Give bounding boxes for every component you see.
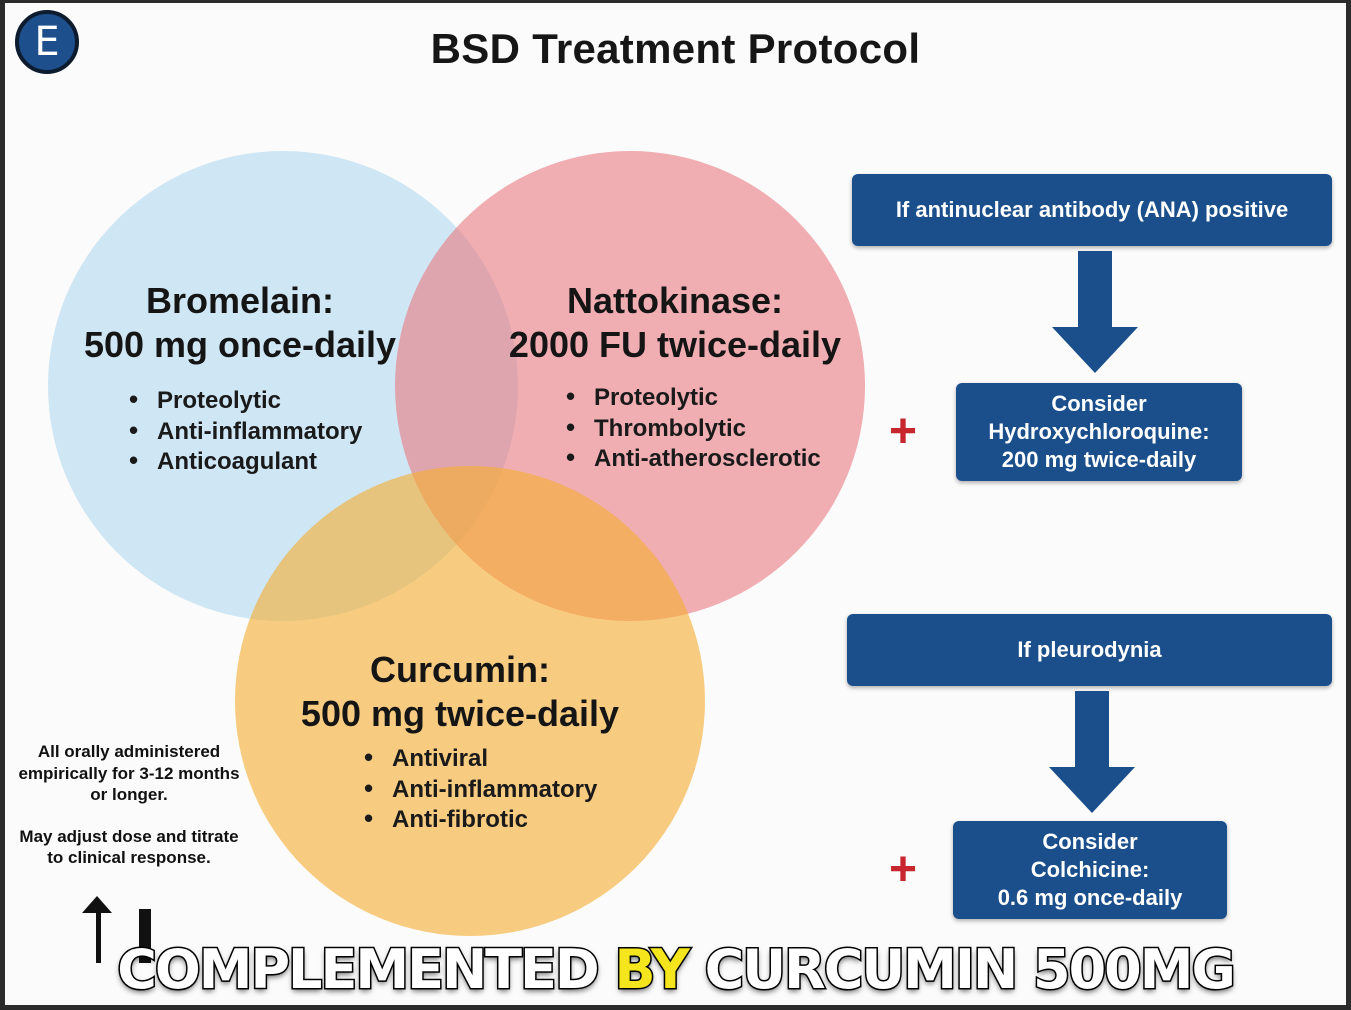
- caption-word: 500MG: [1032, 937, 1238, 1003]
- curcumin-name: Curcumin:: [370, 649, 550, 690]
- pleurodynia-condition-label: If pleurodynia: [1017, 637, 1162, 662]
- caption-word: COMPLEMENTED: [116, 937, 602, 1003]
- nattokinase-name: Nattokinase:: [566, 280, 784, 321]
- dose-label: 0.6 mg once-daily: [997, 885, 1183, 910]
- consider-label: Consider: [1051, 391, 1147, 416]
- page-title: BSD Treatment Protocol: [430, 25, 921, 72]
- consider-label: Consider: [1042, 829, 1138, 854]
- hydroxychloroquine-box: Consider Hydroxychloroquine: 200 mg twic…: [956, 383, 1242, 481]
- ana-condition-box: If antinuclear antibody (ANA) positive: [852, 174, 1332, 246]
- nattokinase-dose: 2000 FU twice-daily: [508, 324, 842, 365]
- down-arrow-icon: [1049, 691, 1135, 813]
- channel-logo: E: [15, 10, 79, 74]
- dose-label: 200 mg twice-daily: [1001, 447, 1197, 472]
- video-caption: COMPLEMENTED BY CURCUMIN 500MG: [0, 937, 1351, 1003]
- pleurodynia-condition-box: If pleurodynia: [847, 614, 1332, 686]
- list-item: Proteolytic: [129, 385, 362, 416]
- bromelain-heading: Bromelain: 500 mg once-daily: [65, 279, 415, 367]
- note-titration: May adjust dose and titrate to clinical …: [19, 826, 239, 868]
- plus-icon: +: [889, 843, 918, 896]
- list-item: Anticoagulant: [129, 446, 362, 477]
- down-arrow-icon: [1052, 251, 1138, 373]
- list-item: Anti-fibrotic: [364, 804, 597, 835]
- nattokinase-properties: Proteolytic Thrombolytic Anti-atheroscle…: [566, 382, 821, 474]
- caption-word-highlight: BY: [613, 937, 691, 1003]
- list-item: Anti-inflammatory: [129, 416, 362, 447]
- note-duration: All orally administered empirically for …: [18, 742, 240, 804]
- list-item: Anti-atherosclerotic: [566, 443, 821, 474]
- list-item: Thrombolytic: [566, 413, 821, 444]
- curcumin-dose: 500 mg twice-daily: [300, 693, 620, 734]
- colchicine-box: Consider Colchicine: 0.6 mg once-daily: [953, 821, 1227, 919]
- ana-condition-label: If antinuclear antibody (ANA) positive: [895, 197, 1289, 222]
- caption-word: CURCUMIN: [703, 937, 1020, 1003]
- nattokinase-heading: Nattokinase: 2000 FU twice-daily: [495, 279, 855, 367]
- bromelain-dose: 500 mg once-daily: [83, 324, 397, 365]
- bromelain-properties: Proteolytic Anti-inflammatory Anticoagul…: [129, 385, 362, 477]
- drug-name-label: Colchicine:: [1030, 857, 1150, 882]
- drug-name-label: Hydroxychloroquine:: [988, 419, 1210, 444]
- curcumin-circle: [235, 466, 705, 936]
- list-item: Antiviral: [364, 743, 597, 774]
- administration-notes: All orally administered empirically for …: [18, 741, 240, 869]
- curcumin-properties: Antiviral Anti-inflammatory Anti-fibroti…: [364, 743, 597, 835]
- up-arrow-icon: [82, 896, 151, 963]
- curcumin-heading: Curcumin: 500 mg twice-daily: [285, 648, 635, 736]
- list-item: Proteolytic: [566, 382, 821, 413]
- plus-icon: +: [889, 405, 918, 458]
- slide: E BSD Treatment Protocol Bromelain: 500 …: [5, 3, 1346, 1005]
- bromelain-name: Bromelain:: [145, 280, 335, 321]
- list-item: Anti-inflammatory: [364, 774, 597, 805]
